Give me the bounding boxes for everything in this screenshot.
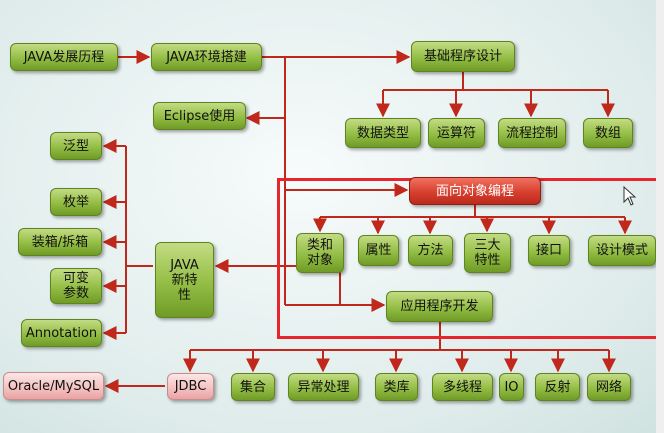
node-class-library[interactable]: 类库	[375, 373, 418, 401]
node-generics[interactable]: 泛型	[50, 132, 102, 160]
node-io[interactable]: IO	[499, 373, 524, 401]
node-class-object[interactable]: 类和 对象	[296, 233, 344, 273]
node-design-patterns[interactable]: 设计模式	[588, 235, 656, 266]
node-varargs[interactable]: 可变 参数	[50, 268, 102, 304]
node-boxing[interactable]: 装箱/拆箱	[18, 228, 102, 256]
node-network[interactable]: 网络	[587, 373, 631, 401]
node-annotation[interactable]: Annotation	[21, 319, 102, 347]
node-enum[interactable]: 枚举	[50, 188, 102, 216]
node-methods[interactable]: 方法	[408, 235, 453, 266]
node-operators[interactable]: 运算符	[428, 118, 485, 148]
node-java-new-features[interactable]: JAVA 新特 性	[155, 242, 214, 318]
bus-oop	[320, 204, 625, 218]
window-edge-strip	[656, 0, 664, 433]
node-interface[interactable]: 接口	[528, 235, 570, 266]
node-arrays[interactable]: 数组	[583, 118, 633, 148]
node-oracle-mysql[interactable]: Oracle/MySQL	[3, 372, 104, 400]
node-flow-control[interactable]: 流程控制	[498, 118, 566, 148]
bus-basic	[383, 72, 608, 91]
node-attributes[interactable]: 属性	[358, 235, 399, 266]
node-eclipse[interactable]: Eclipse使用	[153, 102, 246, 130]
bus-newfeatures	[125, 146, 153, 333]
node-multithreading[interactable]: 多线程	[432, 373, 493, 401]
node-java-history[interactable]: JAVA发展历程	[10, 43, 118, 71]
mouse-cursor-icon	[623, 186, 637, 206]
node-exception[interactable]: 异常处理	[288, 373, 359, 401]
node-app-dev[interactable]: 应用程序开发	[386, 291, 493, 322]
node-data-types[interactable]: 数据类型	[345, 118, 421, 148]
node-java-env[interactable]: JAVA环境搭建	[151, 43, 262, 71]
node-reflection[interactable]: 反射	[535, 373, 580, 401]
node-basic-programming[interactable]: 基础程序设计	[411, 41, 515, 72]
node-three-features[interactable]: 三大 特性	[464, 233, 511, 273]
node-collections[interactable]: 集合	[231, 373, 275, 401]
node-oop[interactable]: 面向对象编程	[409, 177, 541, 205]
node-jdbc[interactable]: JDBC	[167, 373, 214, 400]
